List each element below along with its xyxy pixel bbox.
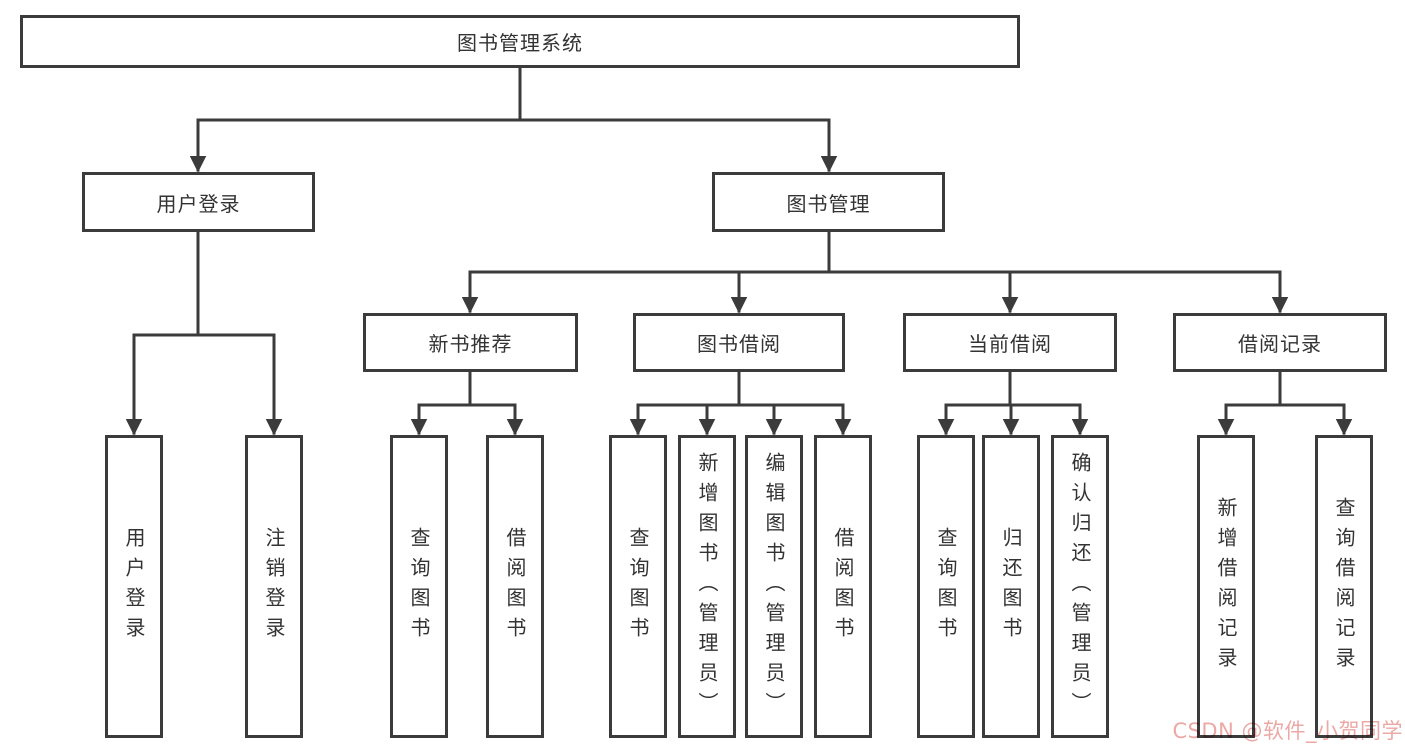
node-current-borrow-label: 当前借阅 — [968, 332, 1052, 356]
leaf-records-add-label: 新增借阅记录 — [1214, 496, 1238, 677]
node-book-management-label: 图书管理 — [786, 191, 871, 216]
leaf-records-add: 新增借阅记录 — [1197, 435, 1255, 738]
node-current-borrow: 当前借阅 — [903, 313, 1117, 372]
leaf-user-login-label: 用户登录 — [122, 526, 146, 647]
leaf-borrow-edit-admin: 编辑图书（管理员） — [745, 435, 803, 738]
leaf-current-confirm-admin-label: 确认归还（管理员） — [1068, 451, 1092, 722]
node-user-login: 用户登录 — [82, 172, 315, 232]
leaf-newbooks-query-label: 查询图书 — [407, 526, 431, 647]
leaf-current-return-label: 归还图书 — [999, 526, 1023, 647]
node-book-borrow-label: 图书借阅 — [697, 332, 781, 356]
leaf-logout-label: 注销登录 — [262, 526, 286, 647]
node-new-book-recommend-label: 新书推荐 — [428, 332, 513, 356]
leaf-records-query-label: 查询借阅记录 — [1332, 496, 1356, 677]
node-root: 图书管理系统 — [20, 15, 1020, 68]
leaf-newbooks-query: 查询图书 — [390, 435, 448, 738]
leaf-borrow-book-label: 借阅图书 — [831, 526, 855, 647]
node-borrow-records-label: 借阅记录 — [1238, 332, 1322, 356]
leaf-borrow-add-admin: 新增图书（管理员） — [678, 435, 736, 738]
node-book-borrow: 图书借阅 — [633, 313, 845, 372]
leaf-current-return: 归还图书 — [982, 435, 1040, 738]
leaf-newbooks-borrow-label: 借阅图书 — [503, 526, 527, 647]
leaf-current-confirm-admin: 确认归还（管理员） — [1051, 435, 1109, 738]
leaf-user-login: 用户登录 — [105, 435, 163, 738]
leaf-borrow-query: 查询图书 — [609, 435, 667, 738]
leaf-newbooks-borrow: 借阅图书 — [486, 435, 544, 738]
leaf-borrow-query-label: 查询图书 — [626, 526, 650, 647]
node-book-management: 图书管理 — [712, 172, 945, 232]
leaf-logout: 注销登录 — [245, 435, 303, 738]
node-new-book-recommend: 新书推荐 — [363, 313, 578, 372]
leaf-borrow-add-admin-label: 新增图书（管理员） — [695, 451, 719, 722]
leaf-borrow-edit-admin-label: 编辑图书（管理员） — [762, 451, 786, 722]
csdn-watermark: CSDN @软件_小贺同学 — [1172, 719, 1403, 743]
node-root-label: 图书管理系统 — [457, 31, 583, 55]
leaf-current-query: 查询图书 — [917, 435, 975, 738]
node-borrow-records: 借阅记录 — [1173, 313, 1387, 372]
leaf-borrow-book: 借阅图书 — [814, 435, 872, 738]
leaf-records-query: 查询借阅记录 — [1315, 435, 1373, 738]
leaf-current-query-label: 查询图书 — [934, 526, 958, 647]
node-user-login-label: 用户登录 — [156, 191, 241, 216]
